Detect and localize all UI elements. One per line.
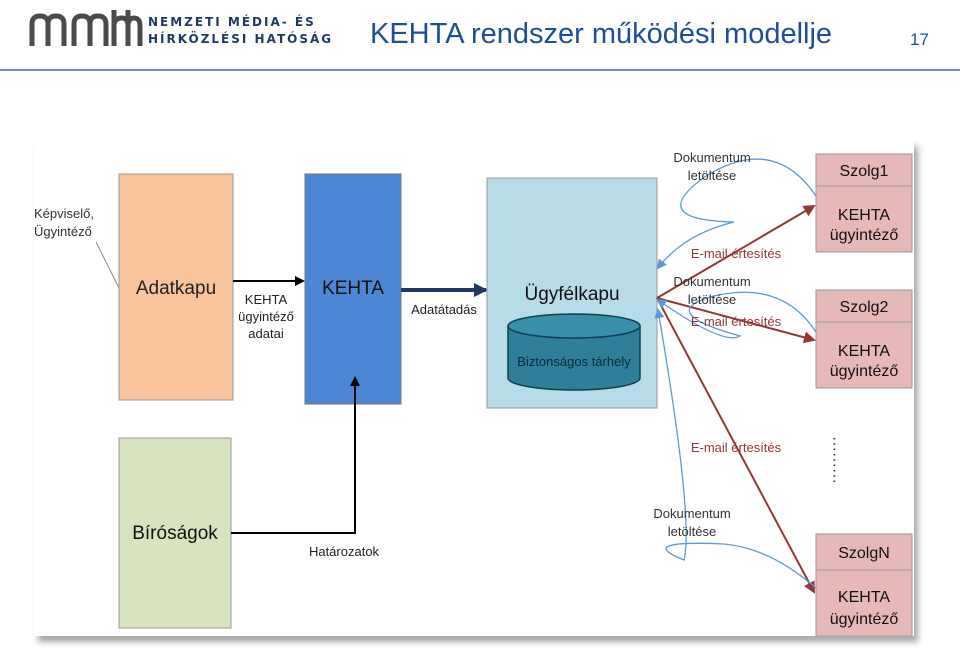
download-label-1-line-1: Dokumentum [673,150,750,165]
kehta-data-label-line-2: ügyintéző [238,309,294,324]
szolg1-clerk-line-2: ügyintéző [830,227,899,244]
data-transfer-label: Adatátadás [411,302,477,317]
szolgN-clerk-line-1: KEHTA [838,589,890,606]
email-label-3: E-mail értesítés [691,440,782,455]
nmhh-logo-icon [29,10,143,46]
secure-storage-cylinder: Biztonságos tárhely [507,313,641,391]
birosagok-label: Bíróságok [132,523,218,544]
kehta-model-diagram: Képviselő, Ügyintéző Adatkapu KEHTA ügyi… [34,150,913,637]
representative-pointer-line [95,241,121,291]
email-arrow-szolg1 [656,204,816,299]
download-label-3-line-2: letöltése [668,524,716,539]
representative-label-line-1: Képviselő, [34,206,94,221]
kehta-box [304,173,402,405]
representative-label: Képviselő, Ügyintéző [34,206,94,239]
page-title: KEHTA rendszer működési modellje [370,18,833,50]
representative-label-line-2: Ügyintéző [34,224,92,239]
birosagok-box [118,437,232,629]
email-label-2: E-mail értesítés [691,314,782,329]
logo-line-1: NEMZETI MÉDIA- ÉS [148,15,316,29]
download-curve-szolg2 [656,291,817,339]
szolg2-label: Szolg2 [840,299,889,316]
szolgN-label: SzolgN [838,545,890,562]
szolgN-clerk-line-2: ügyintéző [830,611,899,628]
download-label-3-line-1: Dokumentum [653,506,730,521]
diagram-panel: Képviselő, Ügyintéző Adatkapu KEHTA ügyi… [34,140,914,637]
kehta-label: KEHTA [322,278,384,299]
szolg1-clerk-line-1: KEHTA [838,207,890,224]
kehta-data-label-line-3: adatai [248,326,284,341]
email-arrow-szolg2 [656,297,816,344]
more-services-ellipsis: ········· [826,436,843,484]
page-number: 17 [910,30,929,49]
kehta-data-label-line-1: KEHTA [245,292,288,307]
szolg2-clerk-line-2: ügyintéző [830,363,899,380]
ugyfelkapu-label: Ügyfélkapu [524,284,619,305]
adatkapu-label: Adatkapu [136,278,216,299]
download-label-2-line-1: Dokumentum [673,274,750,289]
szolg2-clerk-line-1: KEHTA [838,343,890,360]
szolgN-box [815,533,913,637]
download-label-2-line-2: letöltése [688,292,736,307]
szolg1-box [815,153,913,253]
secure-storage-label: Biztonságos tárhely [517,354,631,369]
email-arrow-szolgN [656,297,815,594]
decisions-label: Határozatok [309,544,380,559]
adatkapu-box [118,173,234,401]
slide-header: NEMZETI MÉDIA- ÉS HÍRKÖZLÉSI HATÓSÁG KEH… [0,0,960,72]
decisions-arrow [231,376,360,534]
logo-wordmark: NEMZETI MÉDIA- ÉS HÍRKÖZLÉSI HATÓSÁG [148,14,333,48]
email-label-1: E-mail értesítés [691,246,782,261]
download-label-1-line-2: letöltése [688,168,736,183]
download-curve-szolgN [654,308,817,589]
download-curve-szolg1 [656,158,817,270]
szolg1-label: Szolg1 [840,163,889,180]
header-divider [0,69,960,71]
logo-line-2: HÍRKÖZLÉSI HATÓSÁG [148,32,334,46]
szolg2-box [815,289,913,389]
